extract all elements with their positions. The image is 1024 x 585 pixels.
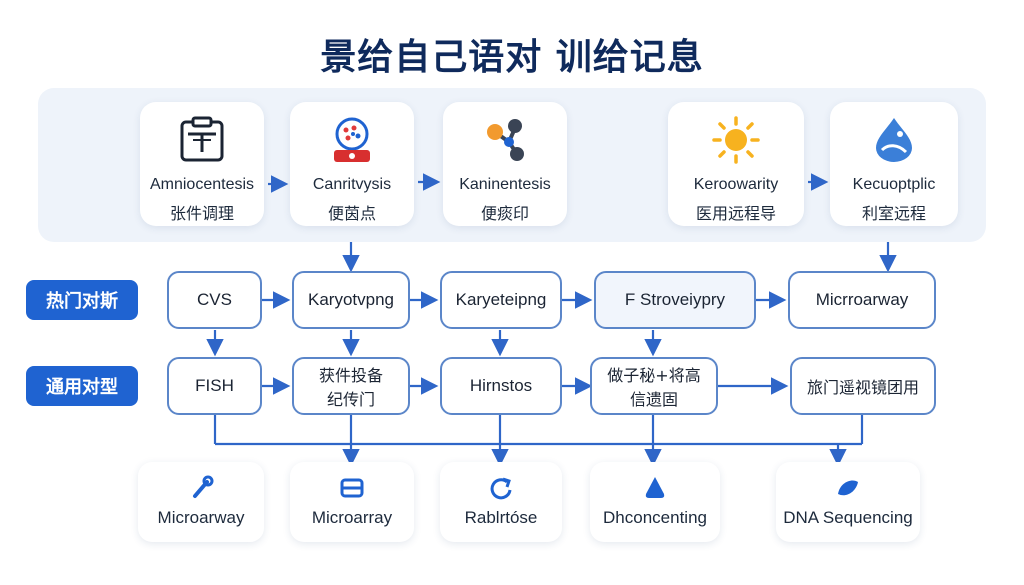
top-card-keroowarity[interactable]: Keroowarity 医用远程导 [668, 102, 804, 226]
row1-node-karyotvpng[interactable]: Karyotvpng [292, 271, 410, 329]
node-label: Hirnstos [469, 376, 533, 395]
water-drop-icon [868, 114, 920, 166]
row2-node-gene[interactable]: 做子秘+将高 信遗固 [590, 357, 718, 415]
node-label: Karyeteipng [455, 290, 547, 309]
bottom-card-microarway[interactable]: Microarway [138, 462, 264, 542]
node-label: Karyotvpng [308, 290, 394, 309]
row1-node-f-stroveiypry[interactable]: F Stroveiypry [594, 271, 756, 329]
bottom-card-rablrtose[interactable]: Rablrtóse [440, 462, 562, 542]
node-sublabel: 纪传门 [326, 390, 375, 409]
row1-node-cvs[interactable]: CVS [167, 271, 262, 329]
bottom-card-label: Dhconcenting [603, 508, 707, 527]
top-card-kecuoptplic[interactable]: Kecuoptplic 利室远程 [830, 102, 958, 226]
top-card-label: Kaninentesis [459, 176, 551, 193]
bottom-card-microarray[interactable]: Microarray [290, 462, 414, 542]
microscope-slide-icon [326, 114, 378, 166]
pipette-icon [187, 474, 215, 502]
top-card-sub: 便痰印 [480, 204, 529, 223]
top-card-label: Amniocentesis [149, 176, 255, 193]
row-label-general: 通用对型 [26, 366, 138, 406]
node-label: 获件投备 [318, 366, 383, 385]
top-card-amniocentesis[interactable]: Amniocentesis 张件调理 [140, 102, 264, 226]
top-card-label: Kecuoptplic [852, 176, 936, 193]
node-label: F Stroveiypry [624, 290, 726, 309]
flask-icon [641, 474, 669, 502]
row1-node-micrroarway[interactable]: Micrroarway [788, 271, 936, 329]
node-label: CVS [197, 290, 232, 309]
top-card-label: Keroowarity [693, 176, 779, 193]
node-label: 旅门遥视镜团用 [806, 378, 919, 397]
top-card-label: Canritvysis [312, 176, 392, 193]
top-card-canritvysis[interactable]: Canritvysis 便茵点 [290, 102, 414, 226]
bottom-card-dhconcenting[interactable]: Dhconcenting [590, 462, 720, 542]
row2-node-travel[interactable]: 旅门遥视镜团用 [790, 357, 936, 415]
molecule-icon [479, 114, 531, 166]
row1-node-karyeteipng[interactable]: Karyeteipng [440, 271, 562, 329]
bottom-card-dna-sequencing[interactable]: DNA Sequencing [776, 462, 920, 542]
top-card-sub: 张件调理 [169, 204, 234, 223]
bottom-card-label: Microarway [157, 508, 245, 527]
page-title: 景给自己语对 训给记息 [320, 37, 704, 78]
top-card-sub: 利室远程 [861, 204, 926, 223]
node-label: 做子秘+将高 [607, 366, 701, 385]
top-card-kaninentesis[interactable]: Kaninentesis 便痰印 [443, 102, 567, 226]
row2-node-equipment[interactable]: 获件投备 纪传门 [292, 357, 410, 415]
bottom-card-label: DNA Sequencing [783, 508, 913, 527]
row2-node-fish[interactable]: FISH [167, 357, 262, 415]
node-label: Micrroarway [815, 290, 909, 309]
top-card-sub: 医用远程导 [695, 204, 776, 223]
top-card-sub: 便茵点 [327, 204, 376, 223]
sun-icon [710, 114, 762, 166]
chip-icon [338, 474, 366, 502]
row-label-hot: 热门对斯 [26, 280, 138, 320]
refresh-icon [487, 474, 515, 502]
bottom-card-label: Rablrtóse [464, 508, 538, 527]
node-sublabel: 信遗固 [629, 390, 678, 409]
node-label: FISH [195, 376, 234, 395]
row2-node-hirnstos[interactable]: Hirnstos [440, 357, 562, 415]
clipboard-icon [176, 114, 228, 166]
leaf-icon [834, 474, 862, 502]
bottom-card-label: Microarray [311, 508, 393, 527]
